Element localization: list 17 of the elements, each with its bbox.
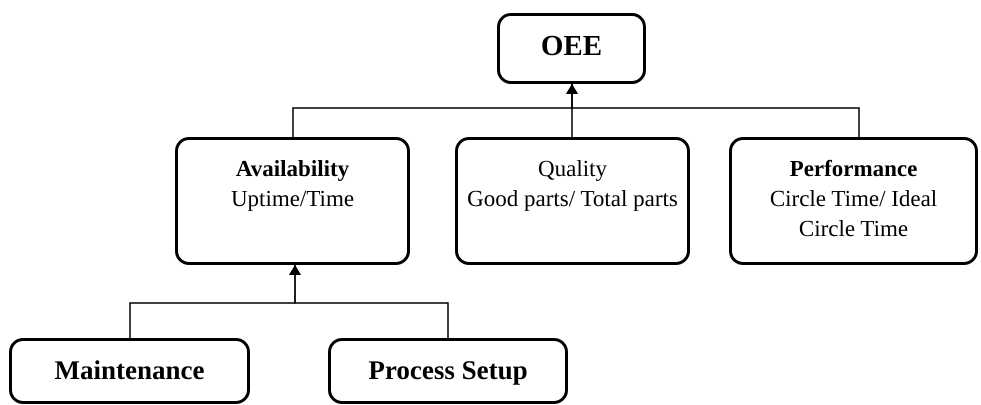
rounded-box <box>328 338 568 404</box>
box-title: Availability <box>234 155 350 183</box>
box-text: Good parts/ Total parts <box>466 184 679 213</box>
box-title: OEE <box>540 29 604 64</box>
box-title: Process Setup <box>367 354 529 387</box>
rounded-box <box>729 137 978 265</box>
box-title: Quality <box>537 155 608 183</box>
box-title: Performance <box>788 155 918 183</box>
rounded-box <box>9 338 250 404</box>
box-title: Maintenance <box>54 354 206 387</box>
box-text: Uptime/Time <box>230 184 356 213</box>
box-text: Circle Time/ Ideal Circle Time <box>768 184 938 243</box>
rounded-box <box>497 13 646 84</box>
connector-arrow <box>289 265 449 338</box>
rounded-box <box>455 137 690 265</box>
rounded-box <box>175 137 410 265</box>
connector-arrow <box>566 84 860 137</box>
